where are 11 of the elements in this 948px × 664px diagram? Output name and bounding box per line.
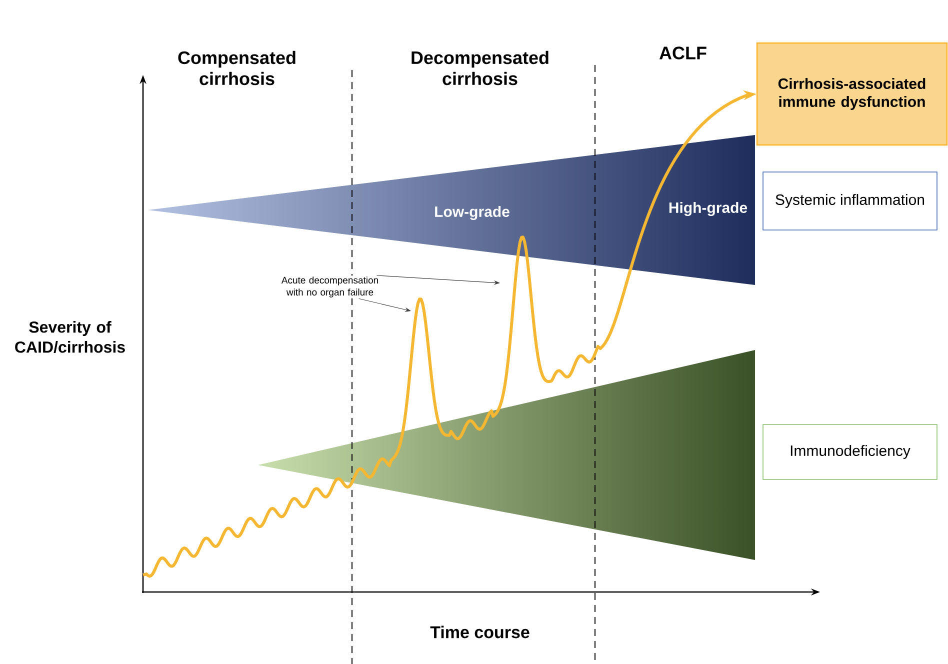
highlight-box: Cirrhosis-associated immune dysfunction [756,42,948,146]
grade-label: Low-grade [435,206,510,220]
phase-heading: ACLF [659,46,706,60]
label-box: Immunodeficiency [762,424,938,480]
phase-heading: Decompensated cirrhosis [412,50,548,86]
axis-label: Severity of CAID/cirrhosis [15,321,125,353]
phase-heading: Compensated cirrhosis [178,50,296,86]
annotation-text: Acute decompensation with no organ failure [273,276,387,298]
axis-label: Time course [430,626,530,638]
label-box: Systemic inflammation [762,172,938,230]
grade-label: High-grade [669,202,748,216]
